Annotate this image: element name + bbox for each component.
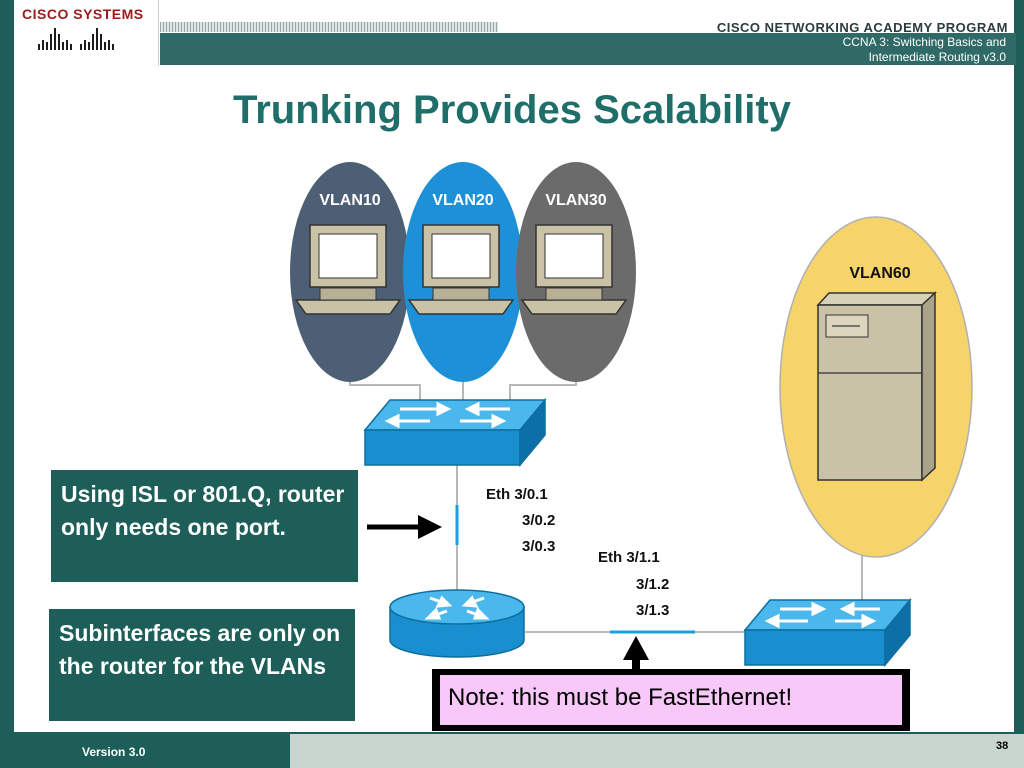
link-subif-2: 3/1.2: [636, 576, 669, 593]
academy-title: CISCO NETWORKING ACADEMY PROGRAM: [716, 20, 1008, 35]
vlan10-label: VLAN10: [319, 192, 380, 209]
router-subif-2: 3/0.2: [522, 512, 555, 529]
network-diagram: VLAN10 VLAN20 VLAN30: [290, 162, 973, 685]
footer-right-bar: [290, 732, 1024, 768]
isl-callout: Using ISL or 801.Q, router only needs on…: [51, 470, 358, 582]
course-title-line1: CCNA 3: Switching Basics and: [842, 35, 1006, 49]
vlan20-label: VLAN20: [432, 192, 493, 209]
pc-vlan20-icon: [407, 224, 515, 315]
router-icon: [389, 589, 525, 658]
switch2-icon: [743, 597, 912, 668]
arrow-right-icon: [367, 515, 442, 539]
vlan60-label: VLAN60: [849, 265, 910, 282]
router-subif-3: 3/0.3: [522, 538, 555, 555]
subinterfaces-callout: Subinterfaces are only on the router for…: [49, 609, 355, 721]
header-band: [160, 33, 1016, 65]
page-number: 38: [996, 740, 1009, 752]
slide-title: Trunking Provides Scalability: [233, 88, 791, 132]
link-subif-3: 3/1.3: [636, 602, 669, 619]
cisco-logo-text: CISCO SYSTEMS: [22, 6, 144, 22]
vlan30-label: VLAN30: [545, 192, 606, 209]
left-frame: [0, 0, 14, 768]
note-text: Note: this must be FastEthernet!: [440, 675, 902, 725]
pc-vlan10-icon: [294, 224, 402, 315]
logo-box: [14, 0, 159, 66]
cisco-bridge-logo-icon: [38, 28, 114, 50]
switch-icon: [363, 397, 547, 468]
router-subif-1: Eth 3/0.1: [486, 486, 548, 503]
pc-vlan30-icon: [520, 224, 628, 315]
server-icon: [816, 291, 937, 482]
right-frame: [1014, 0, 1024, 768]
course-title-line2: Intermediate Routing v3.0: [868, 50, 1006, 64]
version-label: Version 3.0: [82, 745, 146, 759]
footer-left-bar: [0, 732, 290, 768]
header-strip: [160, 22, 498, 32]
link-subif-1: Eth 3/1.1: [598, 549, 660, 566]
